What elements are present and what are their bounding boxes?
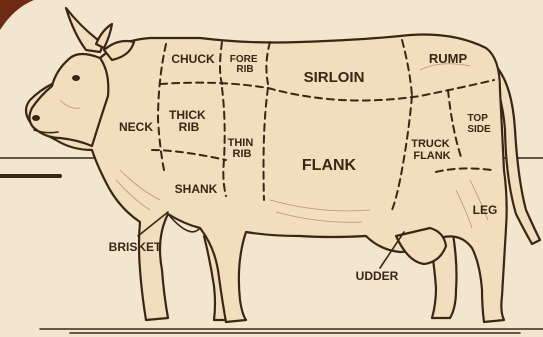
label-leg: LEG: [473, 203, 498, 217]
cow-horn: [66, 8, 102, 52]
label-udder: UDDER: [356, 269, 399, 283]
label-neck: NECK: [119, 120, 153, 134]
label-sirloin: SIRLOIN: [304, 69, 365, 86]
label-flank: FLANK: [302, 157, 357, 174]
label-chuck: CHUCK: [171, 52, 215, 66]
label-shank: SHANK: [175, 182, 218, 196]
corner-ornament: [0, 0, 34, 30]
cow-horn-2: [96, 24, 112, 48]
cow-nostril: [32, 115, 40, 121]
label-top-side: TOP SIDE: [467, 113, 491, 135]
label-rump: RUMP: [429, 51, 468, 66]
label-brisket: BRISKET: [109, 240, 162, 254]
label-truck-flank: TRUCK FLANK: [411, 138, 453, 162]
cow-eye: [72, 75, 80, 81]
